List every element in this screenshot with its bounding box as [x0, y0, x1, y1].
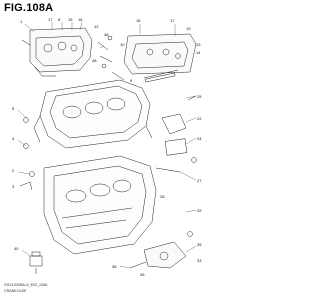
callout-16: 16: [78, 17, 83, 22]
callout-13: 13: [196, 42, 201, 47]
callout-10: 10: [120, 42, 125, 47]
callout-22: 22: [197, 116, 202, 121]
breather-cover: [129, 231, 193, 269]
figure-title: FIG.108A: [4, 2, 54, 14]
callout-9: 9: [130, 78, 133, 83]
callout-12: 12: [94, 24, 99, 29]
callout-48: 48: [92, 58, 97, 63]
callout-28: 28: [160, 194, 165, 199]
callout-18: 18: [136, 18, 141, 23]
callout-36: 36: [140, 272, 145, 277]
callout-4: 4: [12, 136, 15, 141]
dowel-pins: [19, 117, 35, 191]
figure-name: CRANKCASE: [4, 289, 27, 293]
callout-35: 35: [197, 242, 202, 247]
callout-14: 14: [196, 50, 201, 55]
callout-38: 38: [112, 264, 117, 269]
callout-46: 46: [104, 32, 109, 37]
callout-17: 17: [48, 17, 53, 22]
leader-lines: [17, 21, 197, 269]
callout-40: 40: [14, 246, 19, 251]
callout-25: 25: [197, 94, 202, 99]
callout-29: 29: [197, 208, 202, 213]
callout-33: 33: [197, 258, 202, 263]
callout-1: 1: [20, 19, 23, 24]
callout-24: 24: [197, 136, 202, 141]
crankcase-exploded-diagram: 1 17 8 15 16 12 46 18 17 19 10 13 14 48 …: [12, 17, 202, 277]
callout-2: 2: [12, 168, 15, 173]
bolts-cluster: [97, 35, 125, 81]
right-side-parts: [155, 95, 197, 173]
upper-crankcase-inset: [21, 27, 93, 77]
upper-crankcase-half: [33, 79, 153, 149]
figure-code: GSX1300RAL5_E02_108A: [4, 283, 48, 287]
callout-8: 8: [58, 17, 61, 22]
callout-numbers: 1 17 8 15 16 12 46 18 17 19 10 13 14 48 …: [12, 17, 202, 277]
callout-3: 3: [12, 184, 15, 189]
callout-5: 5: [12, 106, 15, 111]
callout-19: 19: [186, 26, 191, 31]
bolt-pattern-inset: [123, 33, 197, 83]
callout-15: 15: [68, 17, 73, 22]
lower-crankcase-half: [43, 155, 157, 255]
oil-filter: [29, 251, 43, 274]
callout-17b: 17: [170, 18, 175, 23]
callout-27: 27: [197, 178, 202, 183]
